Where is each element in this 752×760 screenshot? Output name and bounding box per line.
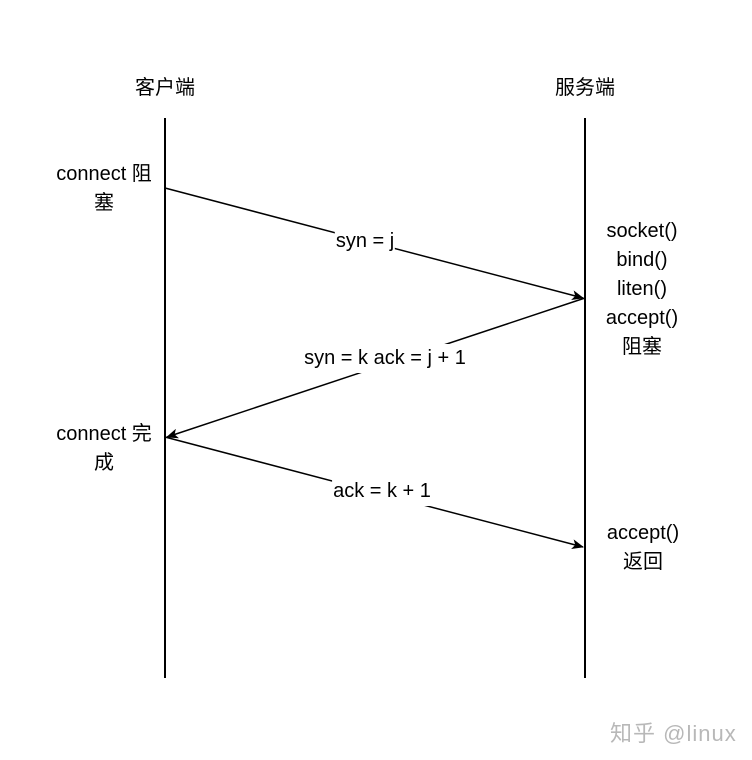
note-line: liten() <box>616 278 667 300</box>
note-line: 阻塞 <box>622 336 662 358</box>
syn-ack-label: syn = k ack = j + 1 <box>303 344 467 373</box>
note-line: 塞 <box>93 192 114 214</box>
client-connect-block-note: connect 阻 塞 <box>56 160 152 218</box>
client-title: 客户端 <box>135 77 195 99</box>
server-accept-return-note: accept() 返回 <box>607 519 679 577</box>
ack-label: ack = k + 1 <box>332 477 432 506</box>
server-title: 服务端 <box>555 77 615 99</box>
client-connect-done-note: connect 完 成 <box>56 420 152 478</box>
note-line: accept() <box>605 307 679 329</box>
syn-label: syn = j <box>334 227 396 256</box>
note-line: 成 <box>93 452 114 474</box>
note-line: socket() <box>606 220 678 242</box>
note-line: 返回 <box>623 551 663 573</box>
note-line: accept() <box>606 522 680 544</box>
note-line: bind() <box>616 249 668 271</box>
note-line: connect 完 <box>56 423 152 445</box>
note-line: connect 阻 <box>56 163 152 185</box>
server-setup-note: socket() bind() liten() accept() 阻塞 <box>606 217 678 362</box>
watermark: 知乎 @linux <box>610 721 737 746</box>
